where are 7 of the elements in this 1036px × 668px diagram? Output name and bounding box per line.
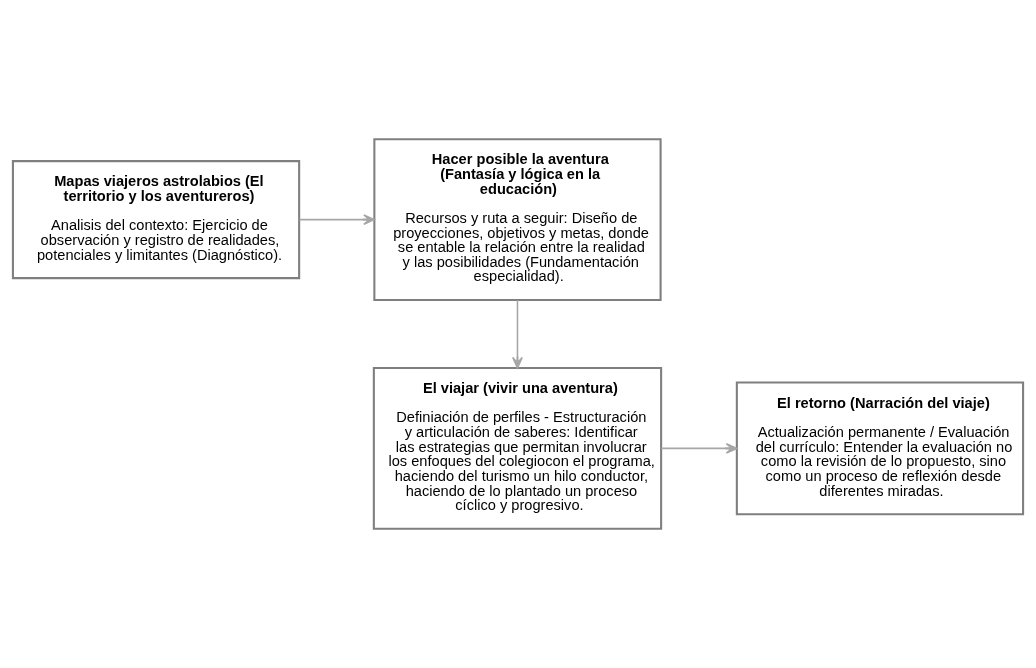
node-box: El retorno (Narración del viaje) Actualización permanente / Evaluación del currículo: Entender la evaluación no como la revisión de lo propuesto, sino como un proceso de reflexión desde diferentes miradas. — [735, 381, 1025, 516]
node-box: Mapas viajeros astrolabios (El territorio y los aventureros) Analisis del contexto: Ejercicio de observación y registro de realidades, potenciales y limitantes (Diagnóstico). — [11, 160, 301, 280]
arrow — [512, 299, 523, 369]
arrow — [660, 442, 738, 454]
arrow — [298, 214, 376, 226]
node-box: Hacer posible la aventura (Fantasía y lógica en la educación) Recursos y ruta a seguir: Diseño de proyecciones, objetivos y metas, donde se entable la relación entre la realidad y las posibilidades (Fundamentación especialidad). — [373, 138, 662, 302]
node-box: El viajar (vivir una aventura) Definiación de perfiles - Estructuración y articulación de saberes: Identificar las estrategias que permitan involucrar los enfoques del colegiocon el programa, haciendo del turismo un hilo conductor, haciendo de lo plantado un proceso cíclico y progresivo. — [372, 366, 663, 530]
